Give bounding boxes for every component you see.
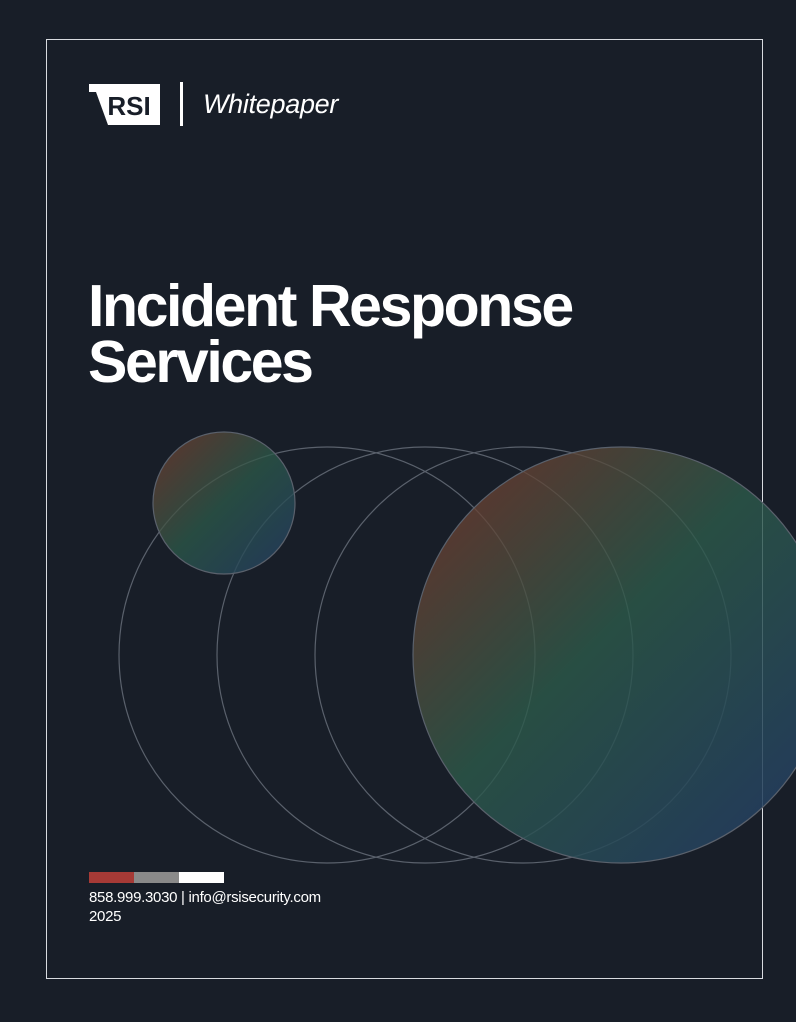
color-bar (89, 872, 224, 883)
page-frame (46, 39, 763, 979)
contact-info: 858.999.3030 | info@rsisecurity.com (89, 889, 321, 906)
document-type-label: Whitepaper (203, 88, 339, 119)
title-line-1: Incident Response (88, 273, 574, 339)
year: 2025 (89, 908, 122, 925)
page-title: Incident Response Services (88, 273, 574, 395)
footer: 858.999.3030 | info@rsisecurity.com 2025 (89, 888, 321, 926)
title-line-2: Services (88, 329, 314, 395)
color-bar-gray (134, 872, 179, 883)
svg-text:RSI: RSI (107, 91, 150, 121)
header-divider (180, 82, 183, 126)
rsi-logo: RSI (89, 83, 160, 125)
header: RSI Whitepaper (89, 82, 338, 126)
color-bar-red (89, 872, 134, 883)
color-bar-white (179, 872, 224, 883)
